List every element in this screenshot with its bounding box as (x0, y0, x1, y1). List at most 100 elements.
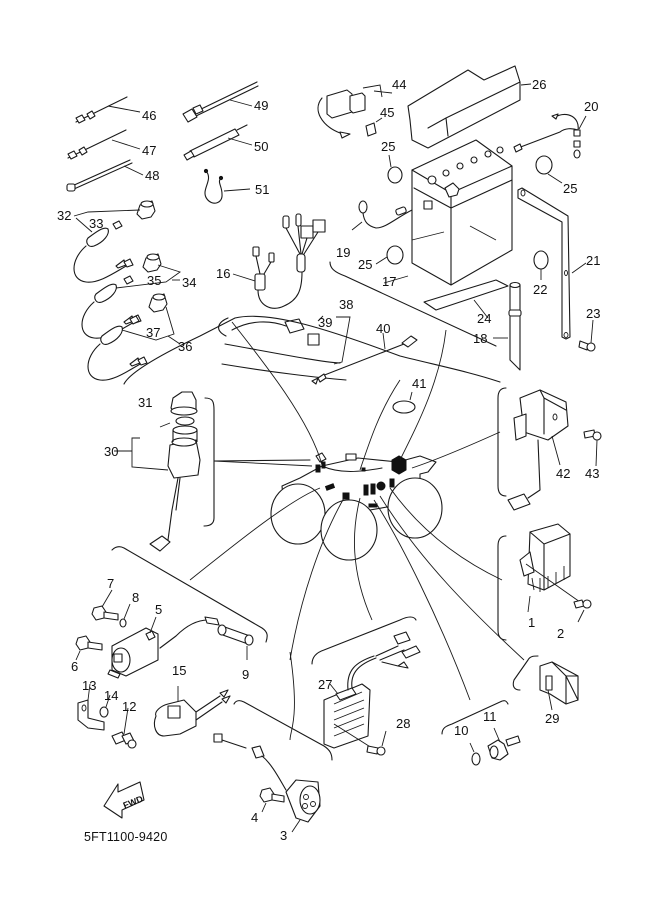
damper-22[interactable] (533, 250, 549, 280)
callout-22[interactable]: 22 (533, 282, 547, 297)
callout-50[interactable]: 50 (254, 139, 268, 154)
callout-1[interactable]: 1 (528, 615, 535, 630)
callout-13[interactable]: 13 (82, 678, 96, 693)
callout-6[interactable]: 6 (71, 659, 78, 674)
callout-5[interactable]: 5 (155, 602, 162, 617)
callout-48[interactable]: 48 (145, 168, 159, 183)
wire-lead-40[interactable] (311, 332, 418, 385)
callout-30[interactable]: 30 (104, 444, 118, 459)
callout-32[interactable]: 32 (57, 208, 71, 223)
sensor-12[interactable] (111, 707, 137, 749)
fuse-45[interactable] (365, 117, 383, 137)
callout-45[interactable]: 45 (380, 105, 394, 120)
callout-39[interactable]: 39 (318, 315, 332, 330)
callout-24[interactable]: 24 (477, 311, 491, 326)
screw-2[interactable] (525, 563, 592, 623)
callout-27[interactable]: 27 (318, 677, 332, 692)
plug-cap-assembly-34[interactable] (81, 253, 181, 339)
callout-18[interactable]: 18 (473, 331, 487, 346)
callout-14[interactable]: 14 (104, 688, 118, 703)
coupler-15[interactable] (153, 686, 231, 737)
bolt-28[interactable] (333, 723, 387, 756)
callout-43[interactable]: 43 (585, 466, 599, 481)
cable-clamp-49[interactable] (182, 81, 259, 123)
battery-17[interactable] (383, 139, 513, 286)
washer-14[interactable] (99, 694, 111, 718)
callout-47[interactable]: 47 (142, 143, 156, 158)
callout-29[interactable]: 29 (545, 711, 559, 726)
fuse-box-29[interactable] (512, 655, 579, 711)
relay-42[interactable] (497, 387, 569, 511)
callout-9[interactable]: 9 (242, 667, 249, 682)
bolt-7[interactable] (91, 589, 119, 621)
plug-cap-assembly-32[interactable] (73, 200, 156, 283)
callout-26[interactable]: 26 (532, 77, 546, 92)
cable-band-46[interactable] (75, 96, 141, 124)
callout-33[interactable]: 33 (89, 216, 103, 231)
callout-16[interactable]: 16 (216, 266, 230, 281)
callout-12[interactable]: 12 (122, 699, 136, 714)
damper-25-left[interactable] (375, 245, 404, 265)
callout-44[interactable]: 44 (392, 77, 406, 92)
igniter-unit-1[interactable] (497, 523, 571, 641)
thermo-switch-11[interactable] (487, 727, 521, 761)
callout-15[interactable]: 15 (172, 663, 186, 678)
screw-43[interactable] (583, 429, 602, 467)
ignition-coil-5[interactable] (107, 616, 220, 679)
key-31[interactable] (159, 391, 198, 428)
bolt-23[interactable] (578, 319, 596, 352)
plug-cap-assembly-36[interactable] (87, 293, 181, 381)
callout-41[interactable]: 41 (412, 376, 426, 391)
bracket-13[interactable] (77, 683, 105, 731)
sub-lead-16[interactable] (232, 213, 326, 309)
callout-23[interactable]: 23 (586, 306, 600, 321)
cable-holder-50[interactable] (183, 124, 253, 161)
callout-35[interactable]: 35 (147, 273, 161, 288)
callout-42[interactable]: 42 (556, 466, 570, 481)
callout-7[interactable]: 7 (107, 576, 114, 591)
cable-band-48[interactable] (66, 159, 144, 192)
callout-28[interactable]: 28 (396, 716, 410, 731)
callout-25-right[interactable]: 25 (563, 181, 577, 196)
battery-band-21[interactable] (517, 187, 587, 340)
callout-34[interactable]: 34 (182, 275, 196, 290)
callout-51[interactable]: 51 (255, 182, 269, 197)
callout-25-top[interactable]: 25 (381, 139, 395, 154)
callout-37[interactable]: 37 (146, 325, 160, 340)
callout-19[interactable]: 19 (336, 245, 350, 260)
battery-cable-19[interactable] (351, 200, 433, 231)
wire-lead-51[interactable] (203, 168, 251, 204)
callout-4[interactable]: 4 (251, 810, 258, 825)
gasket-10[interactable] (469, 742, 481, 766)
callout-38[interactable]: 38 (339, 297, 353, 312)
callout-2[interactable]: 2 (557, 626, 564, 641)
callout-25-left[interactable]: 25 (358, 257, 372, 272)
damper-25-right[interactable] (535, 155, 563, 184)
callout-20[interactable]: 20 (584, 99, 598, 114)
bolt-6[interactable] (75, 635, 103, 661)
callout-3[interactable]: 3 (280, 828, 287, 843)
cable-band-47[interactable] (67, 129, 141, 160)
battery-cover-26[interactable] (407, 65, 532, 149)
bolt-4[interactable] (259, 787, 285, 813)
battery-breather-pipe-18[interactable] (493, 281, 522, 371)
callout-36[interactable]: 36 (178, 339, 192, 354)
callout-11[interactable]: 11 (483, 709, 497, 724)
band-41[interactable] (392, 391, 416, 414)
main-switch-30[interactable] (114, 416, 201, 552)
rectifier-regulator-27[interactable] (311, 616, 421, 749)
callout-8[interactable]: 8 (132, 590, 139, 605)
callout-10[interactable]: 10 (454, 723, 468, 738)
starter-relay-44[interactable] (317, 84, 393, 139)
callout-17[interactable]: 17 (382, 274, 396, 289)
neutral-switch-3[interactable] (213, 733, 321, 833)
washer-8[interactable] (119, 603, 131, 628)
callout-21[interactable]: 21 (586, 253, 600, 268)
wire-harness-38[interactable] (218, 315, 351, 381)
battery-cable-20[interactable] (513, 113, 587, 159)
callout-40[interactable]: 40 (376, 321, 390, 336)
callout-46[interactable]: 46 (142, 108, 156, 123)
battery-pad-24[interactable] (423, 279, 509, 319)
damper-25-top[interactable] (387, 154, 403, 184)
callout-31[interactable]: 31 (138, 395, 152, 410)
